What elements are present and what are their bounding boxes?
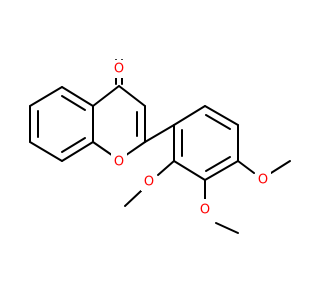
bond-phenyl-inner-2 xyxy=(205,156,231,172)
bond-benzo-inner-2 xyxy=(61,137,86,153)
bond-phenyl-2 xyxy=(204,105,239,126)
bond-phenyl-inner-1 xyxy=(205,114,231,130)
carbonyl-oxygen-label: O xyxy=(114,62,124,77)
atom-labels: O O O O O xyxy=(111,60,271,218)
methoxy-oxygen-1-label: O xyxy=(144,175,154,190)
methoxy-oxygen-3-label: O xyxy=(258,173,268,188)
bond-benzo-3 xyxy=(29,141,63,162)
bond-pyranone-1 xyxy=(92,85,120,107)
molecule-structure: O O O O O xyxy=(29,59,291,234)
bond-pyranone-2 xyxy=(118,85,146,107)
bond-methoxy-3a xyxy=(237,160,255,174)
bond-benzo-inner-3 xyxy=(61,95,86,111)
bond-benzo-6 xyxy=(61,86,94,107)
bond-biaryl xyxy=(144,124,175,143)
ring-oxygen-label: O xyxy=(114,155,124,170)
bond-phenyl-1 xyxy=(173,105,206,126)
bond-methoxy-3b xyxy=(270,160,291,174)
bond-methoxy-1a xyxy=(157,160,175,176)
bond-benzo-4 xyxy=(61,141,94,162)
bond-methoxy-1b xyxy=(124,190,142,207)
bond-phenyl-5 xyxy=(173,160,206,181)
bond-benzo-1 xyxy=(29,86,63,107)
bond-methoxy-2b xyxy=(215,222,239,234)
bonds xyxy=(29,59,291,234)
methoxy-oxygen-2-label: O xyxy=(200,203,210,218)
bond-phenyl-4 xyxy=(204,160,239,181)
